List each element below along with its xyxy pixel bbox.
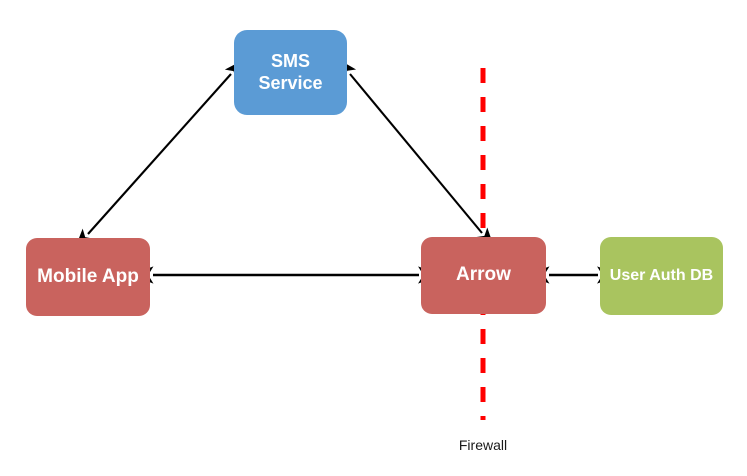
node-user-auth-db[interactable]: User Auth DB <box>600 237 723 315</box>
node-arrow-label: Arrow <box>456 264 511 286</box>
node-sms-service-label-line2: Service <box>258 72 323 93</box>
node-sms-service-label-line1: SMS <box>270 51 310 72</box>
node-mobile-app[interactable]: Mobile App <box>26 238 150 316</box>
node-sms-service[interactable]: SMS Service <box>234 30 347 115</box>
node-mobile-app-label: Mobile App <box>37 265 139 287</box>
connector-sms-service-to-arrow <box>337 58 495 248</box>
node-sms-service-label: SMS Service <box>258 51 322 93</box>
node-arrow[interactable]: Arrow <box>421 237 546 314</box>
firewall-label: Firewall <box>458 437 508 453</box>
connector-mobile-app-to-sms-service <box>74 59 244 249</box>
node-user-auth-db-label: User Auth DB <box>609 266 714 284</box>
